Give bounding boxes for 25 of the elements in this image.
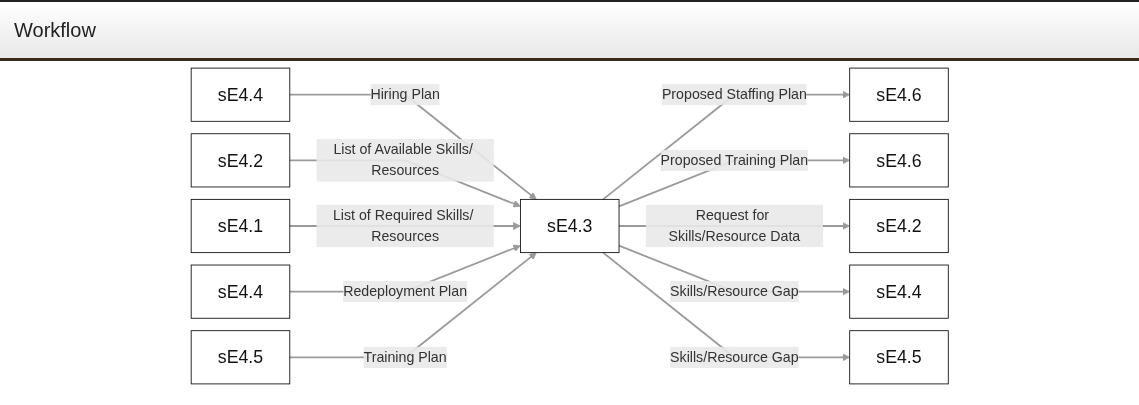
- edge-label: Skills/Resource Gap: [669, 349, 799, 365]
- edge-label: Skills/Resource Gap: [669, 283, 799, 299]
- edge-label: Training Plan: [363, 349, 447, 365]
- node-box: sE4.4: [849, 264, 949, 319]
- edge-label: Request for Skills/Resource Data: [668, 207, 800, 244]
- node-box: sE4.6: [849, 133, 949, 188]
- arrow: [602, 251, 850, 362]
- arrow: [288, 252, 537, 359]
- arrow: [602, 90, 850, 201]
- edge-label: Proposed Training Plan: [660, 152, 808, 168]
- node-box: sE4.4: [190, 67, 290, 122]
- edge-label: List of Available Skills/ Resources: [333, 141, 473, 179]
- edge-label: Redeployment Plan: [342, 283, 467, 299]
- node-box: sE4.1: [190, 198, 290, 254]
- edge-label: List of Required Skills/ Resources: [332, 207, 474, 244]
- node-box: sE4.5: [190, 330, 290, 385]
- node-box: sE4.2: [190, 133, 290, 188]
- edge-label: Hiring Plan: [370, 86, 440, 102]
- node-box: sE4.2: [849, 198, 949, 254]
- edge-label: Proposed Staffing Plan: [661, 86, 807, 102]
- node-box: sE4.3: [519, 198, 620, 254]
- node-box: sE4.6: [849, 67, 949, 122]
- diagram-title: Workflow: [14, 18, 96, 42]
- node-box: sE4.4: [190, 264, 290, 319]
- node-box: sE4.5: [849, 330, 949, 385]
